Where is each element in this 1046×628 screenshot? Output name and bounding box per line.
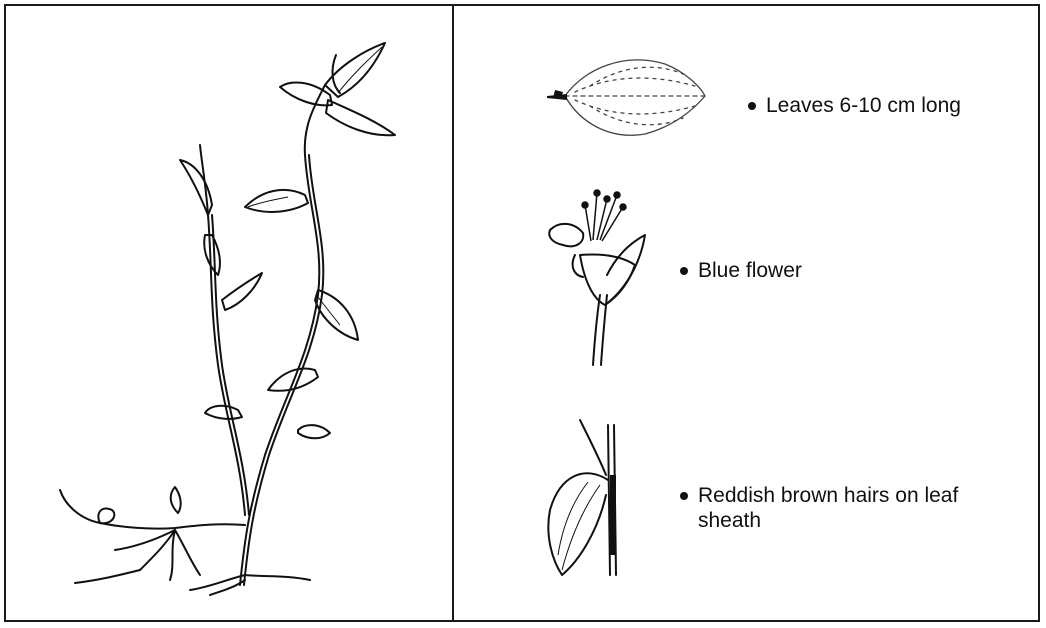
- feature-label: Blue flower: [698, 258, 802, 283]
- leaf-sheath-icon: [540, 420, 630, 580]
- feature-label: Leaves 6-10 cm long: [766, 93, 961, 118]
- bullet-icon: [748, 102, 756, 110]
- feature-flower: Blue flower: [680, 258, 980, 283]
- leaf-icon: [545, 48, 710, 143]
- bullet-icon: [680, 492, 688, 500]
- feature-hairs: Reddish brown hairs on leaf sheath: [680, 483, 1025, 533]
- panel-divider: [452, 4, 454, 622]
- flower-icon: [545, 185, 670, 370]
- feature-leaves: Leaves 6-10 cm long: [748, 93, 1028, 118]
- plant-illustration: [40, 35, 440, 595]
- feature-label: Reddish brown hairs on leaf sheath: [698, 483, 1025, 533]
- bullet-icon: [680, 267, 688, 275]
